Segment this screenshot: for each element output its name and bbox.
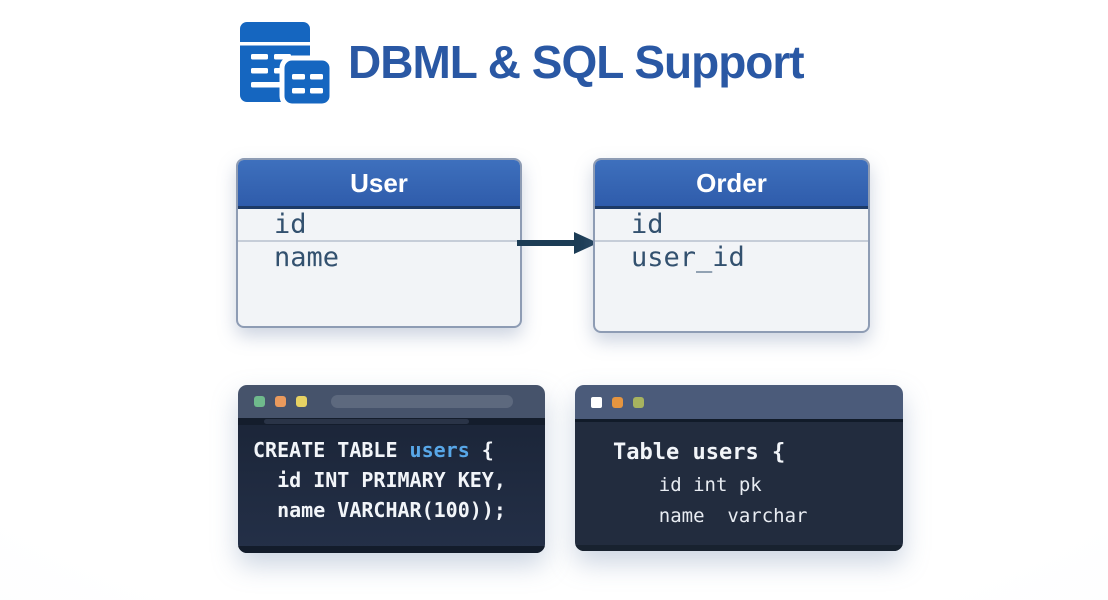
titlebar-pill: [331, 395, 513, 408]
table-header: Order: [595, 160, 868, 209]
code-line: CREATE TABLE users {: [253, 435, 545, 465]
sql-code-window: CREATE TABLE users { id INT PRIMARY KEY,…: [238, 385, 545, 553]
dbml-code-window: Table users { id int pk name varchar: [575, 385, 903, 551]
window-titlebar: [238, 385, 545, 418]
table-field-row: id: [595, 209, 868, 240]
window-control-dot-white[interactable]: [591, 396, 602, 408]
window-control-dot-yellow[interactable]: [296, 396, 307, 407]
relation-arrow-icon: [517, 232, 598, 254]
window-control-dot-orange[interactable]: [612, 396, 623, 408]
er-table-order: Order id user_id: [593, 158, 870, 333]
page-title: DBML & SQL Support: [348, 36, 805, 88]
editor-bottom-strip: [238, 546, 545, 553]
code-line: name varchar: [613, 505, 808, 527]
table-field-row: name: [238, 240, 520, 273]
table-rows: id user_id: [595, 209, 868, 273]
table-field-row: id: [238, 209, 520, 240]
table-header: User: [238, 160, 520, 209]
code-line: id INT PRIMARY KEY,: [253, 468, 506, 492]
header: DBML & SQL Support: [238, 16, 805, 108]
database-tables-icon: [240, 22, 332, 108]
editor-bottom-strip: [575, 545, 903, 551]
code-line: Table users {: [613, 440, 786, 465]
code-line: id int pk: [613, 474, 762, 496]
editor-top-inner-strip: [264, 419, 469, 424]
window-titlebar: [575, 385, 903, 422]
code-line: name VARCHAR(100));: [253, 498, 506, 522]
table-rows: id name: [238, 209, 520, 273]
window-control-dot-green[interactable]: [254, 396, 265, 407]
code-text: CREATE TABLE: [253, 438, 410, 462]
er-table-user: User id name: [236, 158, 522, 328]
window-control-dot-olive[interactable]: [633, 396, 644, 408]
code-highlight-users: users: [409, 438, 470, 462]
editor-top-strip: [238, 418, 545, 425]
code-editor-body: CREATE TABLE users { id INT PRIMARY KEY,…: [238, 418, 545, 553]
table-field-row: user_id: [595, 240, 868, 273]
window-control-dot-orange[interactable]: [275, 396, 286, 407]
code-text: {: [469, 438, 494, 462]
code-editor-body: Table users { id int pk name varchar: [575, 422, 903, 551]
